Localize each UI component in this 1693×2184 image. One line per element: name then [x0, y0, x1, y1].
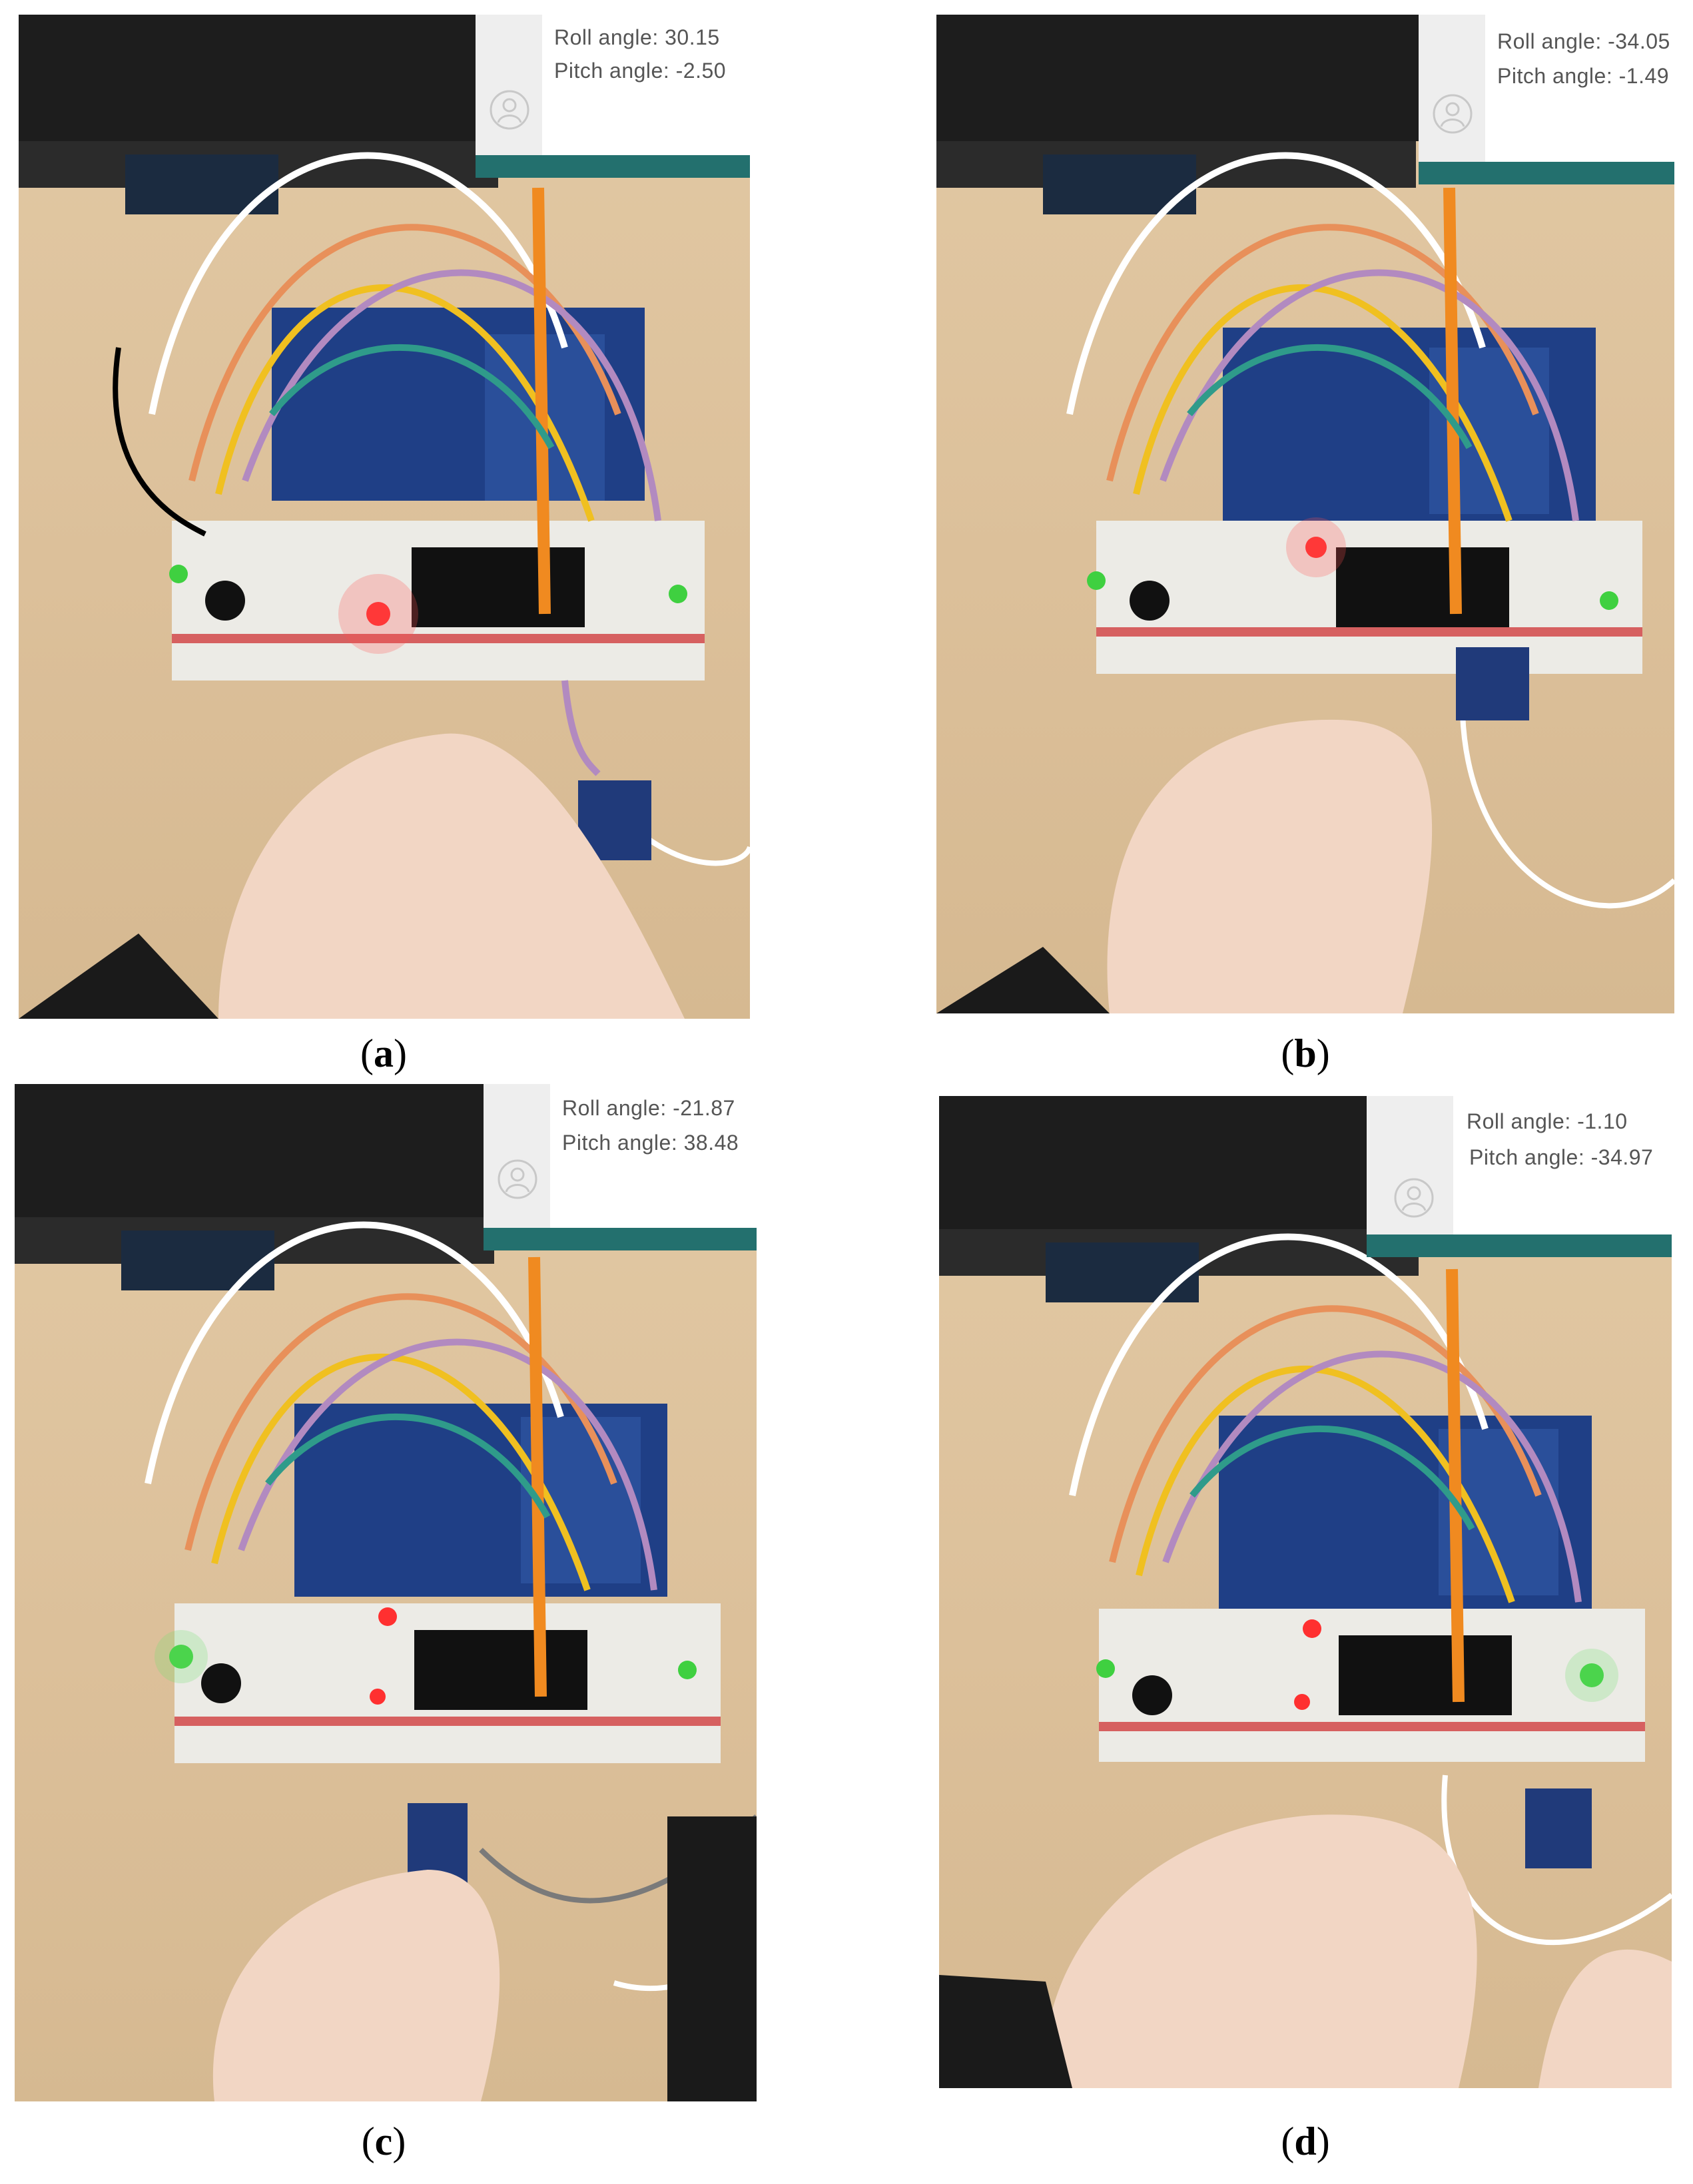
roll-angle-readout: Roll angle: 30.15 — [554, 25, 720, 49]
roll-angle-readout: Roll angle: -21.87 — [562, 1096, 735, 1120]
overlay-sidebar — [1419, 15, 1485, 162]
photo-b: Roll angle: -34.05 Pitch angle: -1.49 — [936, 15, 1674, 1013]
roll-angle-readout: Roll angle: -34.05 — [1497, 29, 1670, 53]
user-avatar-icon — [1394, 1178, 1434, 1218]
readout-overlay-a: Roll angle: 30.15 Pitch angle: -2.50 — [476, 15, 750, 178]
overlay-sidebar — [1367, 1096, 1453, 1234]
pitch-angle-readout: Pitch angle: -1.49 — [1497, 64, 1670, 88]
readout-overlay-b: Roll angle: -34.05 Pitch angle: -1.49 — [1419, 15, 1674, 184]
circuit-scene-c — [15, 1084, 757, 2101]
overlay-sidebar — [476, 15, 542, 155]
photo-d: Roll angle: -1.10 Pitch angle: -34.97 — [939, 1096, 1672, 2088]
roll-angle-readout: Roll angle: -1.10 — [1467, 1109, 1628, 1133]
panel-caption-c: (c) — [361, 2119, 406, 2163]
user-avatar-icon — [490, 90, 529, 130]
pitch-angle-readout: Pitch angle: 38.48 — [562, 1131, 739, 1155]
pitch-angle-readout: Pitch angle: -34.97 — [1469, 1145, 1654, 1169]
user-avatar-icon — [498, 1159, 537, 1199]
photo-a: Roll angle: 30.15 Pitch angle: -2.50 — [19, 15, 750, 1019]
panel-caption-d: (d) — [1281, 2119, 1330, 2163]
overlay-sidebar — [484, 1084, 550, 1228]
pitch-angle-readout: Pitch angle: -2.50 — [554, 59, 727, 83]
panel-caption-b: (b) — [1281, 1031, 1330, 1075]
readout-overlay-c: Roll angle: -21.87 Pitch angle: 38.48 — [484, 1084, 757, 1250]
readout-overlay-d: Roll angle: -1.10 Pitch angle: -34.97 — [1367, 1096, 1672, 1257]
circuit-scene-b — [936, 15, 1674, 1013]
panel-caption-a: (a) — [360, 1031, 407, 1075]
photo-c: Roll angle: -21.87 Pitch angle: 38.48 — [15, 1084, 757, 2101]
user-avatar-icon — [1433, 94, 1473, 134]
